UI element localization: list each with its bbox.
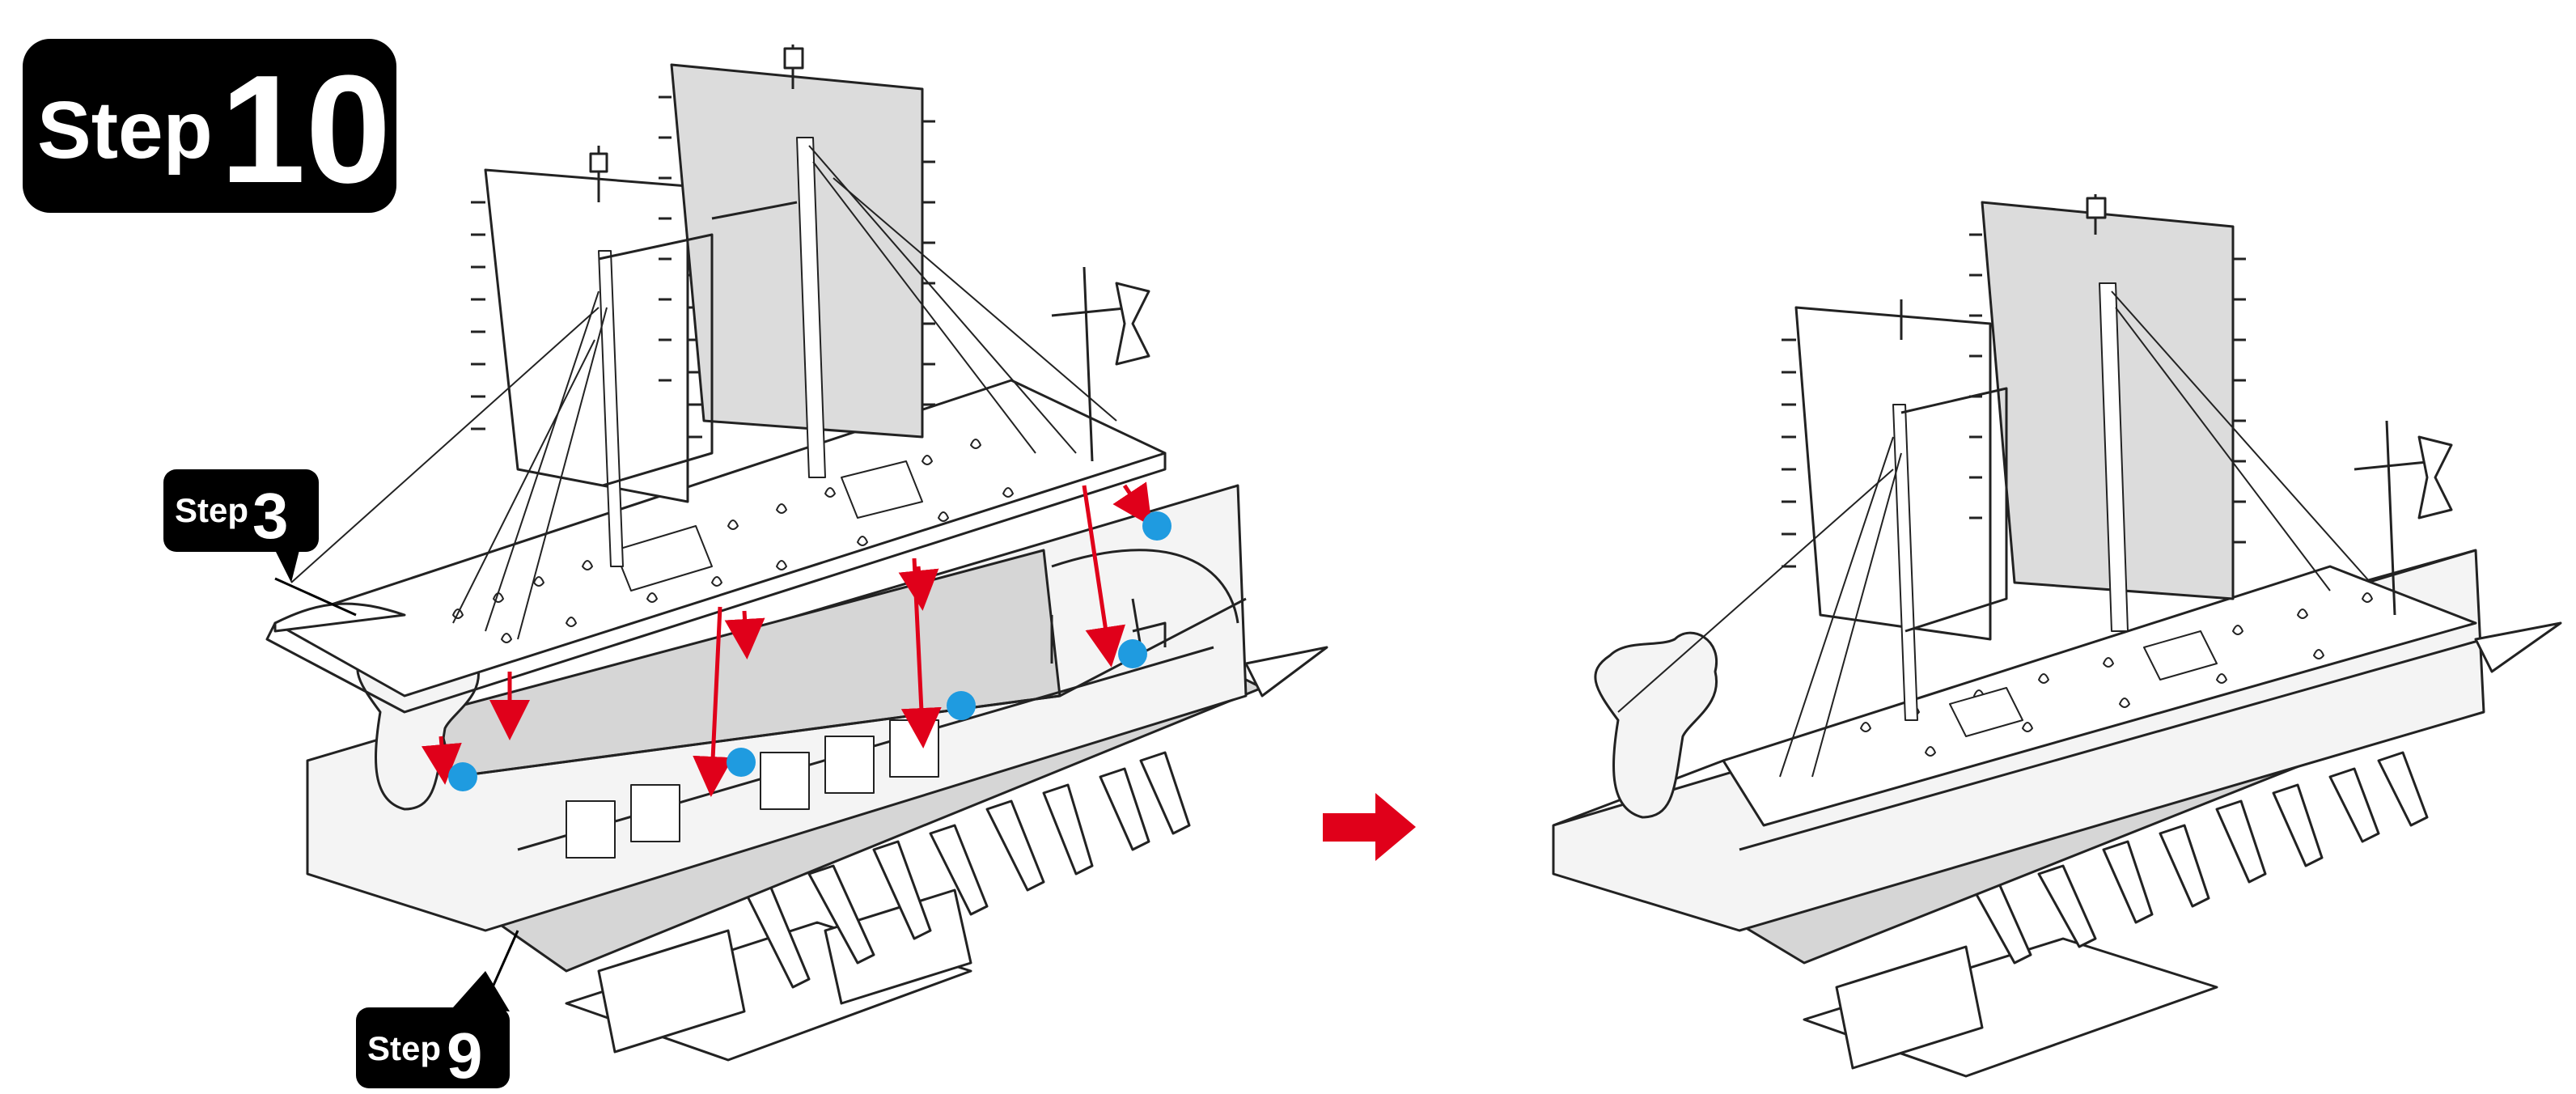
glue-points [448, 511, 1171, 791]
callout-word: Step [175, 491, 248, 529]
dragon-head [1594, 631, 1718, 819]
blue-dot-icon [727, 748, 756, 777]
step-badge-bg [23, 39, 396, 213]
callout-step-3: Step 3 [163, 469, 357, 617]
callout-number: 3 [252, 480, 289, 552]
stern-flag [1051, 266, 1150, 462]
main-mast [2099, 282, 2129, 632]
assembly-arrow [693, 606, 734, 797]
assembly-arrow [421, 736, 462, 785]
exploded-ship [265, 45, 1328, 1062]
blue-dot-icon [947, 691, 976, 720]
rowing-slots [566, 719, 939, 859]
assembly-arrow [898, 566, 939, 611]
assembly-arrow [1082, 485, 1126, 668]
blue-dot-icon [448, 762, 477, 791]
rear-mast [598, 250, 624, 567]
stern-flag [2354, 420, 2453, 616]
rigging [1617, 290, 2371, 778]
oars [743, 751, 1191, 989]
oars [1972, 751, 2429, 965]
assembled-ship [1552, 194, 2562, 1078]
stern-spike [1244, 646, 1328, 698]
callout-word: Step [367, 1029, 441, 1067]
blue-dot-icon [1118, 639, 1147, 668]
callout-number: 9 [447, 1020, 483, 1092]
main-mast [796, 137, 826, 478]
step-badge: Step 10 [23, 39, 396, 215]
step-badge-word: Step [37, 85, 213, 176]
assembly-arrow [724, 610, 765, 659]
rigging [290, 145, 1117, 640]
main-sail [659, 45, 935, 439]
rear-sail [1782, 299, 1992, 641]
assembly-arrows [421, 481, 1152, 797]
rear-sail [471, 146, 702, 503]
rear-mast [1892, 404, 1918, 721]
blue-dot-icon [1142, 511, 1171, 541]
step-badge-number: 10 [220, 44, 391, 215]
callout-step-9: Step 9 [356, 930, 519, 1092]
right-arrow-icon [1323, 793, 1416, 861]
assembly-arrow [1112, 481, 1152, 527]
